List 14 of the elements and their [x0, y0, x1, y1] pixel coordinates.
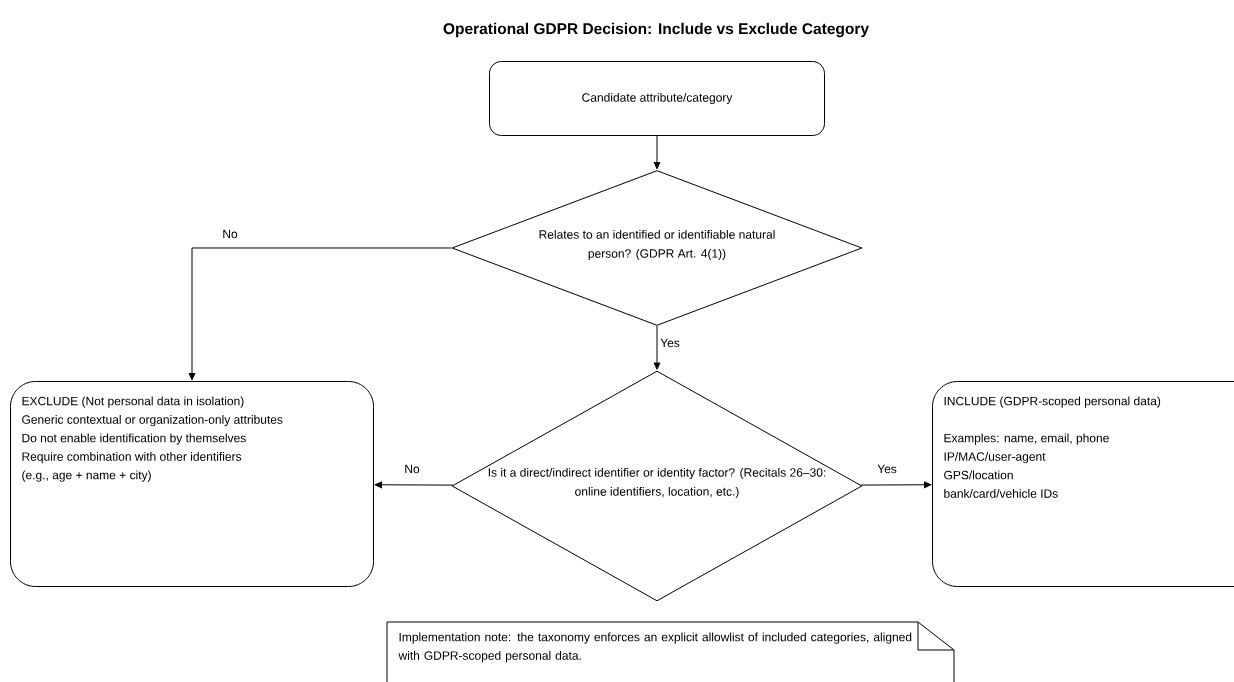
arrow	[374, 481, 454, 489]
edge-label: No	[221, 228, 239, 240]
arrow	[188, 247, 452, 381]
edge-label: Yes	[876, 463, 898, 475]
edge-label: No	[403, 463, 421, 475]
edge-label: Yes	[659, 337, 681, 349]
outcome-box: INCLUDE (GDPR-scoped personal data) Examples: name, email, phone IP/MAC/user-agent GPS/location bank/card/vehicle IDs	[932, 381, 1234, 587]
outcome-box: EXCLUDE (Not personal data in isolation) Generic contextual or organization-only attributes Do not enable identification by themselves Require combination with other identifiers (e.g., age + name + city)	[10, 381, 374, 587]
arrow	[860, 481, 932, 489]
arrow	[653, 135, 661, 170]
start-box: Candidate attribute/category	[489, 61, 825, 136]
note-box: Implementation note: the taxonomy enforces an explicit allowlist of included categories, aligned with GDPR-scoped personal data.	[386, 621, 955, 682]
arrow	[653, 325, 661, 370]
title: Operational GDPR Decision: Include vs Exclude Category	[443, 22, 869, 38]
